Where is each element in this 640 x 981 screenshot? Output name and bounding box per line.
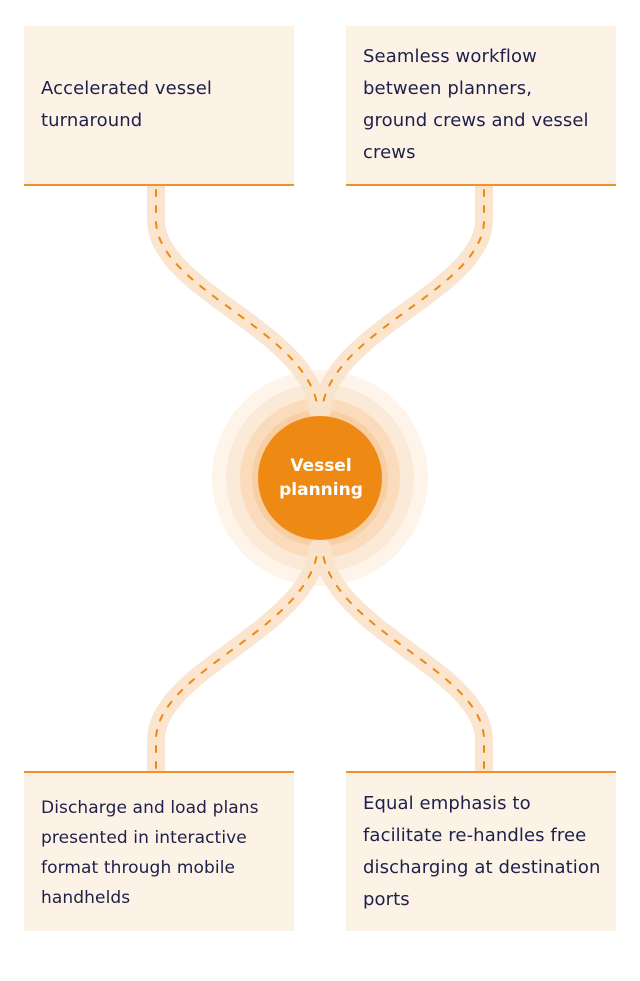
card-top-left: Accelerated vessel turnaround xyxy=(24,26,294,186)
card-top-left-text: Accelerated vessel turnaround xyxy=(41,78,213,131)
card-bottom-right: Equal emphasis to facilitate re-handles … xyxy=(346,771,616,931)
card-bottom-left-text: Discharge and load plans presented in in… xyxy=(41,798,259,908)
dash-bottom-right xyxy=(321,547,485,769)
center-node-text: Vessel planning xyxy=(279,456,363,500)
dash-bottom-left xyxy=(155,547,319,769)
card-bottom-left: Discharge and load plans presented in in… xyxy=(24,771,294,931)
card-top-right: Seamless workflow between planners, grou… xyxy=(346,26,616,186)
card-top-right-text: Seamless workflow between planners, grou… xyxy=(363,46,589,163)
dash-top-left xyxy=(155,189,319,411)
dash-top-right xyxy=(321,189,485,411)
card-bottom-right-text: Equal emphasis to facilitate re-handles … xyxy=(363,793,601,910)
center-node xyxy=(258,416,382,540)
center-node-label: Vessel planning xyxy=(259,416,383,540)
